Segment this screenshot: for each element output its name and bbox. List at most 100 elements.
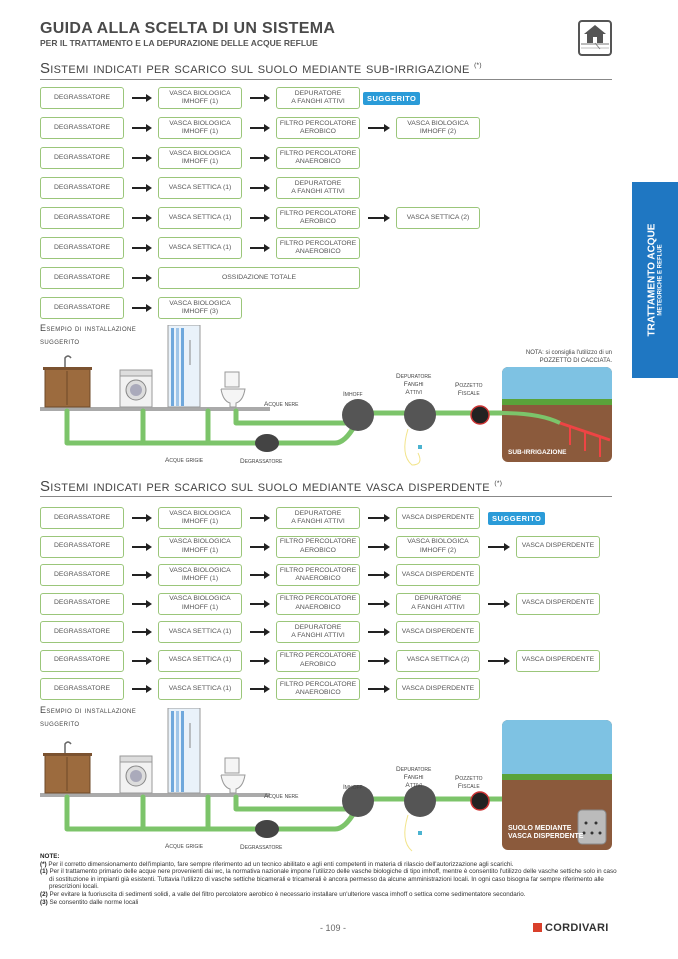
note-item: (*) Per il corretto dimensionamento dell… — [40, 861, 620, 869]
arrow-right-icon — [250, 124, 270, 132]
arrow-right-icon — [250, 685, 270, 693]
house-ground-icon — [578, 20, 612, 56]
label-degrassatore: Degrassatore — [240, 458, 283, 465]
arrow-right-icon — [368, 685, 390, 693]
page-number: - 109 - — [320, 923, 347, 933]
flow-step: DEGRASSATORE — [40, 297, 124, 319]
arrow-right-icon — [250, 214, 270, 222]
brand-name: CORDIVARI — [545, 922, 609, 934]
imhoff-tank-icon — [342, 785, 374, 817]
washing-machine-icon — [119, 755, 153, 794]
note-item: (3) Se consentito dalle norme locali — [40, 899, 620, 907]
flow-step: DEPURATORE A FANGHI ATTIVI — [276, 177, 360, 199]
arrow-right-icon — [132, 571, 152, 579]
flow-step: VASCA SETTICA (1) — [158, 621, 242, 643]
arrow-right-icon — [250, 244, 270, 252]
arrow-right-icon — [368, 656, 390, 665]
arrow-right-icon — [488, 542, 510, 551]
flow-step: DEGRASSATORE — [40, 678, 124, 700]
label-depuratore: Depuratore Fanghi Attivi — [396, 766, 432, 789]
flow-step: FILTRO PERCOLATORE AEROBICO — [276, 649, 360, 672]
flow-step: VASCA BIOLOGICA IMHOFF (3) — [158, 297, 242, 319]
arrow-right-icon — [368, 514, 390, 522]
note-mark: (2) — [40, 890, 48, 898]
side-tab-subtitle: METEORICHE E REFLUE — [657, 244, 664, 316]
flow-step: VASCA SETTICA (1) — [158, 649, 242, 672]
flow-step: DEPURATORE A FANGHI ATTIVI — [276, 87, 360, 109]
washing-machine-icon — [119, 369, 153, 408]
flow-step: DEGRASSATORE — [40, 621, 124, 643]
cordivari-logo-icon — [533, 923, 542, 932]
degrassatore-tank-icon — [255, 434, 279, 452]
flow-step: FILTRO PERCOLATORE ANAEROBICO — [276, 564, 360, 586]
page-subtitle: PER IL TRATTAMENTO E LA DEPURAZIONE DELL… — [40, 38, 318, 48]
floor — [40, 407, 270, 411]
arrow-right-icon — [132, 304, 152, 312]
sub-irrigation-ground-illustration — [501, 367, 612, 462]
notes: NOTE: (*) Per il corretto dimensionament… — [40, 853, 620, 906]
section2-title-mark: (*) — [494, 480, 503, 487]
arrow-right-icon — [132, 94, 152, 102]
note-mark: (1) — [40, 868, 48, 876]
section2-example-title: Esempio di installazione suggerito — [40, 705, 137, 728]
label-acque-nere: Acque nere — [264, 793, 299, 800]
flow-step: DEGRASSATORE — [40, 267, 124, 289]
label-acque-nere: Acque nere — [264, 401, 299, 408]
toilet-icon — [220, 371, 246, 408]
label-acque-grigie: Acque grigie — [165, 457, 204, 464]
flow-step: VASCA BIOLOGICA IMHOFF (1) — [158, 564, 242, 586]
arrow-right-icon — [250, 94, 270, 102]
arrow-right-icon — [132, 124, 152, 132]
flow-step: OSSIDAZIONE TOTALE — [158, 267, 360, 289]
flow-step: DEPURATORE A FANGHI ATTIVI — [276, 621, 360, 643]
label-pozzetto: Pozzetto Fiscale — [455, 382, 483, 397]
flow-step: VASCA DISPERDENTE — [516, 649, 600, 672]
arrow-right-icon — [132, 656, 152, 665]
note-text: Se consentito dalle norme locali — [49, 898, 139, 906]
imhoff-tank-icon — [342, 399, 374, 431]
flow-step: VASCA DISPERDENTE — [396, 621, 480, 643]
flow-step: DEGRASSATORE — [40, 147, 124, 169]
arrow-right-icon — [132, 154, 152, 162]
flow-step: DEGRASSATORE — [40, 507, 124, 529]
section2-title: Sistemi indicati per scarico sul suolo m… — [40, 478, 502, 495]
label-pozzetto: Pozzetto Fiscale — [455, 775, 483, 790]
degrassatore-tank-icon — [255, 820, 279, 838]
arrow-right-icon — [132, 628, 152, 636]
flow-step: VASCA BIOLOGICA IMHOFF (2) — [396, 535, 480, 558]
arrow-right-icon — [368, 571, 390, 579]
flow-step: DEGRASSATORE — [40, 535, 124, 558]
section1-example-title: Esempio di installazione suggerito — [40, 323, 137, 346]
note-text: Per il corretto dimensionamento dell'imp… — [48, 860, 514, 868]
label-degrassatore: Degrassatore — [240, 844, 283, 851]
flow-step: DEGRASSATORE — [40, 592, 124, 615]
label-sub-irrigazione: SUB-IRRIGAZIONE — [508, 449, 567, 456]
arrow-right-icon — [250, 656, 270, 665]
flow-step: VASCA SETTICA (2) — [396, 207, 480, 229]
flow-step: FILTRO PERCOLATORE ANAEROBICO — [276, 678, 360, 700]
depuratore-tank-icon — [404, 785, 436, 817]
label-vasca-disperdente-ground: SUOLO MEDIANTE VASCA DISPERDENTE — [508, 825, 584, 840]
flow-step: FILTRO PERCOLATORE ANAEROBICO — [276, 147, 360, 169]
sink-cabinet-icon — [43, 355, 92, 408]
page-title: GUIDA ALLA SCELTA DI UN SISTEMA — [40, 20, 336, 37]
arrow-right-icon — [368, 124, 390, 132]
section1-installation-diagram — [40, 325, 612, 466]
brand-logo: CORDIVARI — [533, 922, 609, 934]
section2-divider — [40, 496, 612, 497]
arrow-right-icon — [132, 599, 152, 608]
flow-step: VASCA BIOLOGICA IMHOFF (1) — [158, 147, 242, 169]
flow-step: VASCA BIOLOGICA IMHOFF (1) — [158, 507, 242, 529]
toilet-icon — [220, 757, 246, 794]
shower-icon — [167, 708, 201, 794]
label-acque-grigie: Acque grigie — [165, 843, 204, 850]
side-tab-title: TRATTAMENTO ACQUE — [646, 223, 658, 337]
flow-step: VASCA BIOLOGICA IMHOFF (2) — [396, 117, 480, 139]
note-text: Per il trattamento primario delle acque … — [49, 868, 617, 891]
section1-title: Sistemi indicati per scarico sul suolo m… — [40, 60, 482, 77]
arrow-right-icon — [488, 599, 510, 608]
suggested-badge: SUGGERITO — [363, 92, 421, 105]
arrow-right-icon — [132, 542, 152, 551]
side-tab-trattamento-acque[interactable]: TRATTAMENTO ACQUE METEORICHE E REFLUE — [632, 182, 678, 378]
arrow-right-icon — [132, 514, 152, 522]
